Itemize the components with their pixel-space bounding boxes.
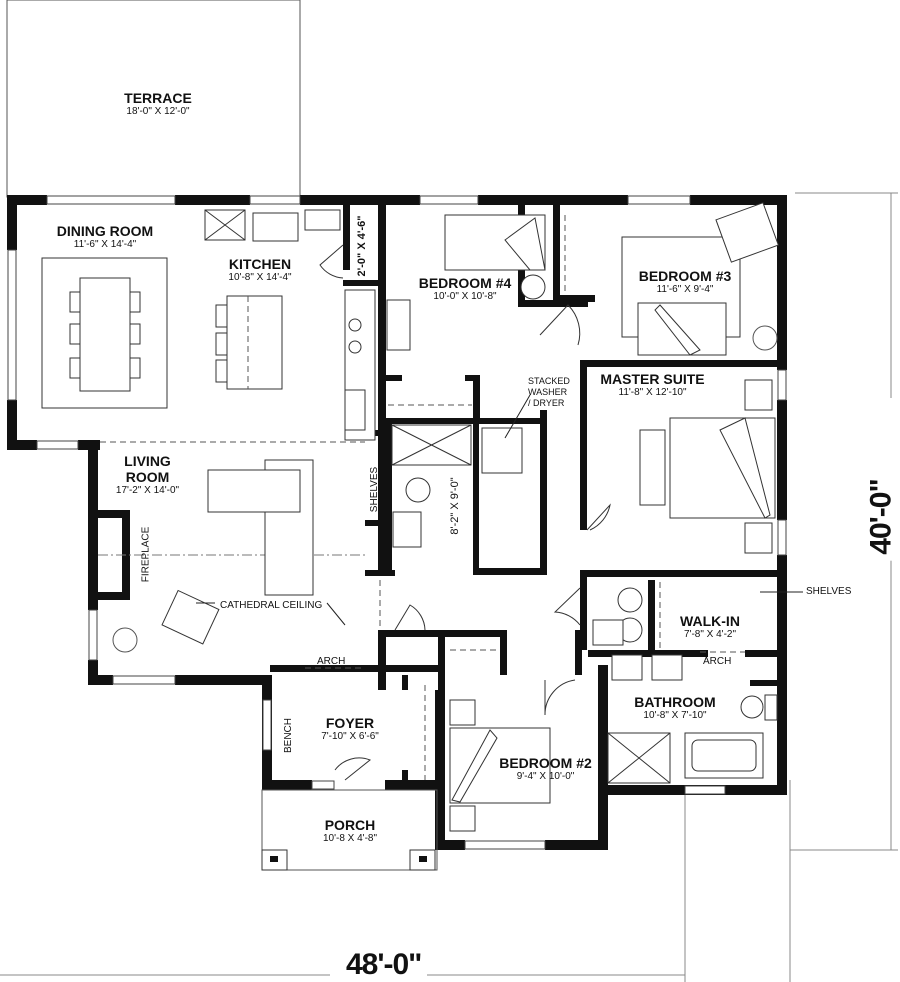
note-cathedral-ceiling: CATHEDRAL CEILING bbox=[220, 600, 323, 611]
room-name: BEDROOM #4 bbox=[418, 275, 512, 291]
dining-furniture bbox=[41, 257, 168, 409]
note-arch-living: ARCH bbox=[317, 656, 346, 667]
room-name: DINING ROOM bbox=[56, 223, 154, 239]
room-name: WALK-IN bbox=[680, 613, 740, 629]
porch-outline bbox=[261, 789, 438, 871]
room-size: 11'-6" X 9'-4" bbox=[656, 284, 714, 295]
room-size: 11'-8" X 12'-10" bbox=[618, 387, 687, 398]
room-walk-in: WALK-IN 7'-8" X 4'-2" bbox=[670, 613, 750, 641]
note-bench: BENCH bbox=[283, 717, 295, 754]
note-line: WASHER bbox=[528, 387, 568, 397]
room-size: 8'-2" X 9'-0" bbox=[449, 477, 461, 535]
room-size: 11'-6" X 14'-4" bbox=[73, 239, 137, 250]
room-size: 18'-0" X 12'-0" bbox=[126, 106, 190, 117]
room-name: BEDROOM #3 bbox=[638, 268, 732, 284]
room-size: 7'-8" X 4'-2" bbox=[683, 629, 737, 640]
windows bbox=[7, 195, 787, 850]
room-name: FOYER bbox=[325, 715, 375, 731]
room-name: BEDROOM #2 bbox=[499, 755, 592, 771]
note-shelves-walkin: SHELVES bbox=[806, 586, 852, 597]
room-size: 7'-10" X 6'-6" bbox=[321, 731, 379, 742]
note-fireplace: FIREPLACE bbox=[140, 526, 152, 583]
room-size: 9'-4" X 10'-0" bbox=[516, 771, 575, 782]
kitchen-furniture bbox=[204, 209, 376, 441]
overall-width-dimension: 48'-0" bbox=[340, 948, 428, 982]
note-shelves-hall: SHELVES bbox=[369, 466, 381, 513]
room-bedroom-2: BEDROOM #2 9'-4" X 10'-0" bbox=[488, 755, 603, 783]
living-furniture bbox=[112, 459, 314, 653]
room-kitchen: KITCHEN 10'-8" X 14'-4" bbox=[210, 256, 310, 284]
note-arch-bathroom: ARCH bbox=[703, 656, 732, 667]
room-bathroom: BATHROOM 10'-8" X 7'-10" bbox=[620, 694, 730, 722]
room-name: BATHROOM bbox=[634, 694, 716, 710]
room-size: 10'-0" X 10'-8" bbox=[433, 291, 497, 302]
room-bath-hall: 8'-2" X 9'-0" bbox=[449, 471, 461, 541]
room-bedroom-3: BEDROOM #3 11'-6" X 9'-4" bbox=[625, 268, 745, 296]
room-name: KITCHEN bbox=[228, 256, 292, 272]
room-dining: DINING ROOM 11'-6" X 14'-4" bbox=[45, 223, 165, 251]
room-bedroom-4: BEDROOM #4 10'-0" X 10'-8" bbox=[405, 275, 525, 303]
room-name: MASTER SUITE bbox=[600, 371, 705, 387]
note-stacked-washer-dryer: STACKED WASHER / DRYER bbox=[528, 376, 570, 409]
room-name: ROOM bbox=[125, 469, 170, 485]
room-name: TERRACE bbox=[124, 90, 192, 106]
bath-fixtures bbox=[391, 424, 778, 784]
bedroom-furniture bbox=[386, 202, 779, 832]
door-swings bbox=[319, 244, 611, 781]
room-size: 10'-8 X 4'-8" bbox=[322, 833, 378, 844]
room-living: LIVING ROOM 17'-2" X 14'-0" bbox=[100, 453, 195, 497]
note-line: / DRYER bbox=[528, 398, 565, 408]
room-size: 2'-0" X 4'-6" bbox=[356, 215, 368, 277]
room-size: 10'-8" X 7'-10" bbox=[643, 710, 707, 721]
room-name: PORCH bbox=[324, 817, 376, 833]
room-size: 10'-8" X 14'-4" bbox=[228, 272, 292, 283]
interior-walls bbox=[270, 205, 787, 785]
room-porch: PORCH 10'-8 X 4'-8" bbox=[305, 817, 395, 845]
note-line: STACKED bbox=[528, 376, 570, 386]
ceiling-lines bbox=[98, 215, 745, 780]
room-size: 17'-2" X 14'-0" bbox=[115, 485, 180, 496]
overall-depth-dimension: 40'-0" bbox=[864, 473, 899, 561]
room-foyer: FOYER 7'-10" X 6'-6" bbox=[310, 715, 390, 743]
room-name: LIVING bbox=[124, 453, 171, 469]
room-pantry: 2'-0" X 4'-6" bbox=[356, 211, 368, 281]
room-master-suite: MASTER SUITE 11'-8" X 12'-10" bbox=[585, 371, 720, 399]
room-terrace: TERRACE 18'-0" X 12'-0" bbox=[108, 90, 208, 118]
